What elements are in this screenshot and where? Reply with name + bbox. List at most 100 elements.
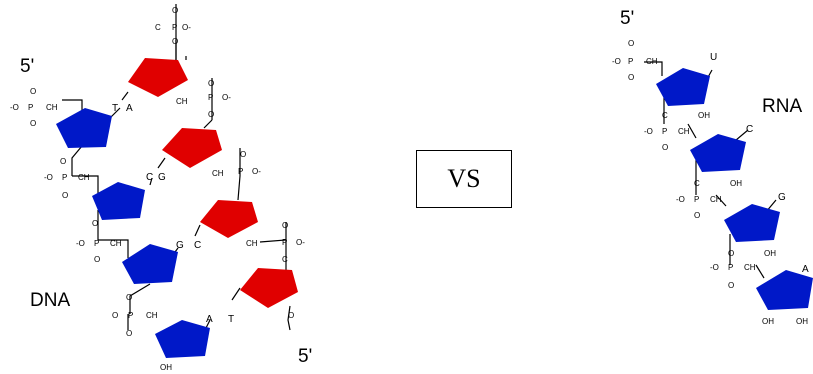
dna-five-prime-top: 5' — [20, 56, 34, 77]
dna-left-base-4: A — [206, 314, 213, 325]
dna-left-base-2: C — [146, 172, 153, 183]
rna-base-1: U — [710, 52, 717, 63]
atom-o: O — [126, 329, 132, 338]
atom-minus-o: -O — [644, 127, 653, 136]
atom-o: O — [94, 255, 100, 264]
atom-ch2: CH — [710, 195, 722, 204]
atom-p: P — [728, 263, 733, 272]
dna-atom-labels: O C P O- O CH O P O- O CH O P O- CH O P … — [10, 6, 305, 372]
dna-right-sugar-4 — [240, 268, 298, 308]
rna-base-3: G — [778, 192, 786, 203]
atom-ch2: CH — [146, 311, 158, 320]
atom-c: C — [282, 255, 288, 264]
atom-minus-o: -O — [612, 57, 621, 66]
atom-p: P — [238, 167, 243, 176]
atom-minus-o: -O — [710, 263, 719, 272]
rna-base-4: A — [802, 264, 809, 275]
rna-hydroxyl: OH — [698, 111, 710, 120]
atom-o: O — [728, 281, 734, 290]
atom-o: O — [628, 73, 634, 82]
dna-left-sugar-1 — [56, 108, 112, 148]
atom-o: O — [288, 311, 294, 320]
atom-c: C — [662, 111, 668, 120]
dna-left-base-3: G — [176, 240, 184, 251]
atom-o: O — [30, 119, 36, 128]
atom-ch2: CH — [744, 263, 756, 272]
rna-sugar-1 — [656, 68, 710, 106]
dna-left-sugar-3 — [122, 244, 178, 284]
atom-ch2: CH — [110, 239, 122, 248]
rna-hydroxyl: OH — [730, 179, 742, 188]
atom-minus-o: -O — [676, 195, 685, 204]
rna-base-letters: U C G A — [710, 52, 809, 275]
atom-o: O — [172, 37, 178, 46]
rna-sugar-4 — [756, 270, 813, 310]
atom-o-minus: O- — [296, 238, 305, 247]
atom-o: O — [126, 293, 132, 302]
dna-left-base-1: T — [112, 103, 118, 114]
dna-right-sugar-1 — [128, 58, 188, 97]
atom-c: C — [155, 23, 161, 32]
atom-o: O — [60, 157, 66, 166]
dna-right-base-3: C — [194, 240, 201, 251]
dna-left-sugar-4 — [155, 320, 210, 358]
atom-o-minus: O- — [182, 23, 191, 32]
dna-right-sugars — [128, 58, 298, 308]
atom-p: P — [662, 127, 667, 136]
atom-minus-o: -O — [44, 173, 53, 182]
rna-atom-labels: O -O P CH O OH C -O P CH O OH C -O P CH … — [612, 39, 808, 326]
dna-right-sugar-3 — [200, 200, 258, 238]
atom-o: O — [30, 87, 36, 96]
atom-o: O — [172, 6, 178, 15]
dna-title: DNA — [30, 290, 70, 311]
atom-o: O — [240, 150, 246, 159]
dna-five-prime-bottom: 5' — [298, 346, 312, 367]
atom-p: P — [628, 57, 633, 66]
rna-sugar-3 — [724, 204, 780, 242]
atom-p: P — [282, 238, 287, 247]
rna-base-2: C — [746, 124, 753, 135]
atom-o: O — [208, 79, 214, 88]
vs-box: VS — [416, 150, 512, 208]
rna-five-prime: 5' — [620, 8, 634, 29]
atom-o-minus: O- — [222, 93, 231, 102]
dna-left-sugar-2 — [92, 182, 145, 220]
atom-o: O — [92, 219, 98, 228]
atom-p: P — [172, 23, 177, 32]
rna-hydroxyl: OH — [762, 317, 774, 326]
atom-o: O — [662, 143, 668, 152]
atom-p: P — [208, 93, 213, 102]
rna-sugar-2 — [690, 134, 746, 172]
atom-ch2: CH — [646, 57, 658, 66]
atom-ch2: CH — [246, 239, 258, 248]
dna-left-sugars — [56, 108, 210, 358]
atom-o: O — [112, 311, 118, 320]
dna-right-base-1: A — [126, 103, 133, 114]
atom-o: O — [728, 249, 734, 258]
atom-p: P — [128, 311, 133, 320]
atom-p: P — [62, 173, 67, 182]
atom-ch2: CH — [212, 169, 224, 178]
atom-o-minus: O- — [252, 167, 261, 176]
dna-hydroxyl: OH — [160, 363, 172, 372]
atom-ch2: CH — [176, 97, 188, 106]
rna-hydroxyl: OH — [796, 317, 808, 326]
atom-p: P — [694, 195, 699, 204]
atom-ch2: CH — [78, 173, 90, 182]
dna-right-base-4: T — [228, 314, 234, 325]
atom-o: O — [628, 39, 634, 48]
rna-hydroxyl: OH — [764, 249, 776, 258]
atom-o: O — [208, 110, 214, 119]
atom-ch2: CH — [678, 127, 690, 136]
atom-p: P — [94, 239, 99, 248]
dna-right-base-2: G — [158, 172, 166, 183]
atom-p: P — [28, 103, 33, 112]
atom-ch2: CH — [46, 103, 58, 112]
rna-title: RNA — [762, 96, 802, 117]
atom-c: C — [694, 179, 700, 188]
rna-sugars — [656, 68, 813, 310]
atom-minus-o: -O — [10, 103, 19, 112]
atom-o: O — [62, 191, 68, 200]
atom-minus-o: -O — [76, 239, 85, 248]
